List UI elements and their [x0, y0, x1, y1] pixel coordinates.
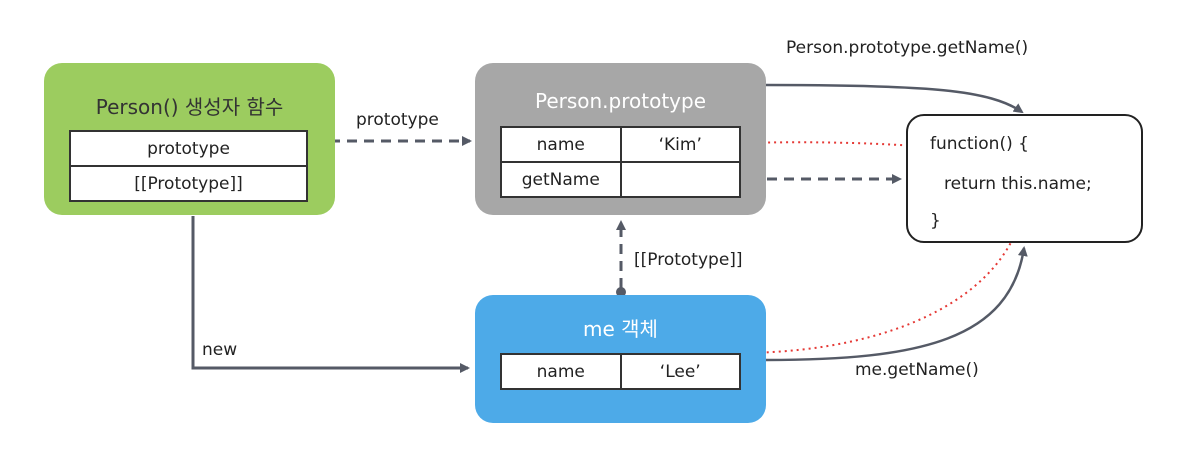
instance-call-edge	[765, 246, 1028, 362]
function-node: function() { return this.name; }	[906, 114, 1143, 243]
instance-name-value: ‘Lee’	[619, 353, 741, 390]
prototype-name-key: name	[500, 126, 622, 163]
prototype-row: getName	[500, 161, 741, 198]
instance-slots: name ‘Lee’	[500, 353, 741, 390]
constructor-slots: prototype [[Prototype]]	[69, 130, 308, 202]
proto-call-edge	[765, 83, 1024, 114]
function-line-open: function() {	[930, 134, 1029, 154]
instance-row: name ‘Lee’	[500, 353, 741, 390]
constructor-title: Person() 생성자 함수	[95, 95, 284, 119]
function-line-close: }	[930, 211, 941, 231]
instance-title: me 객체	[583, 317, 658, 341]
function-line-body: return this.name;	[944, 174, 1092, 194]
prototype-node: Person.prototype name ‘Kim’ getName	[475, 63, 766, 215]
constructor-proto-internal-slot: [[Prototype]]	[69, 165, 308, 202]
constructor-prototype-slot: prototype	[69, 130, 308, 167]
prototype-title: Person.prototype	[534, 89, 707, 113]
proto-chain-edge	[616, 220, 626, 297]
constructor-node: Person() 생성자 함수 prototype [[Prototype]]	[44, 63, 335, 215]
instance-call-label: me.getName()	[855, 360, 979, 380]
prototype-row: name ‘Kim’	[500, 126, 741, 163]
proto-call-label: Person.prototype.getName()	[786, 38, 1029, 58]
prototype-getname-value	[619, 161, 741, 198]
instance-name-key: name	[500, 353, 622, 390]
proto-chain-label: [[Prototype]]	[634, 250, 743, 270]
new-label: new	[202, 340, 238, 360]
prototype-getname-key: getName	[500, 161, 622, 198]
instance-node: me 객체 name ‘Lee’	[475, 295, 766, 423]
prototype-slots: name ‘Kim’ getName	[500, 126, 741, 198]
prototype-name-value: ‘Kim’	[619, 126, 741, 163]
prototype-link-label: prototype	[356, 110, 439, 130]
